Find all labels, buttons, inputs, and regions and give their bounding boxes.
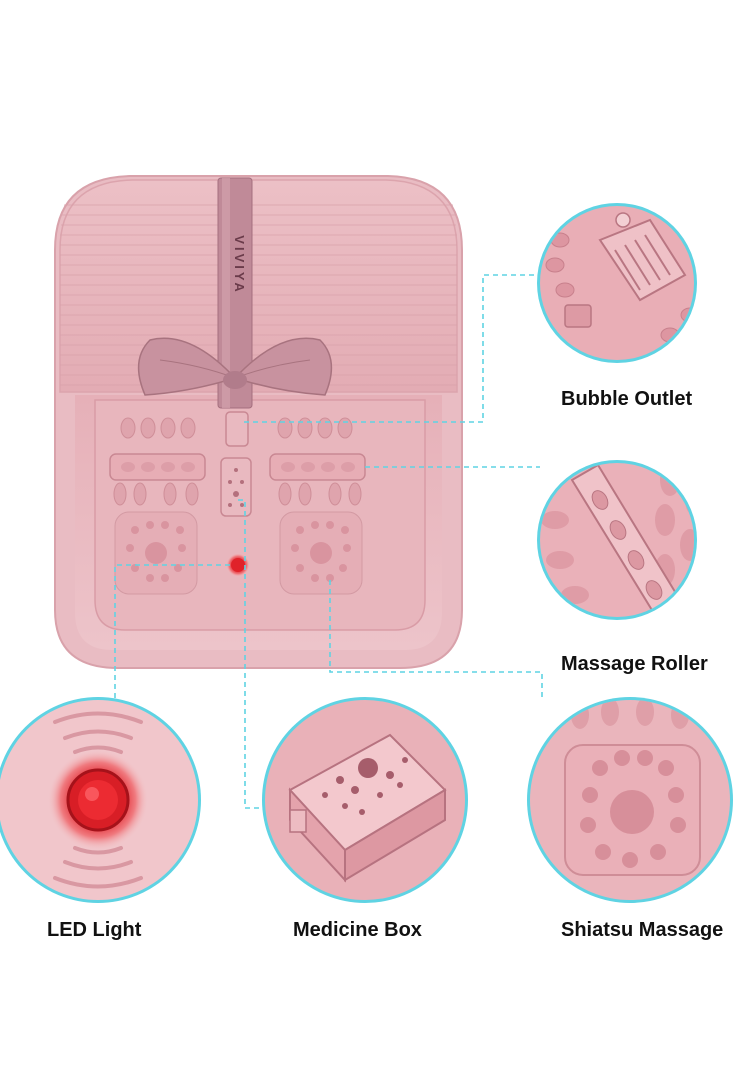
shiatsu-massage-label: Shiatsu Massage — [561, 919, 724, 941]
foot-spa-tub — [54, 175, 463, 669]
massage-roller-closeup — [537, 460, 697, 620]
bubble-outlet-closeup — [537, 203, 697, 363]
bubble-outlet-label: Bubble Outlet — [561, 388, 693, 410]
led-light-label: LED Light — [47, 919, 142, 941]
medicine-box-closeup — [262, 697, 468, 903]
massage-roller-label: Massage Roller — [561, 653, 708, 675]
brand-logo-text: VIVIYA — [232, 235, 247, 294]
medicine-box-label: Medicine Box — [293, 919, 422, 941]
callout-lines — [114, 274, 543, 809]
shiatsu-massage-closeup — [527, 697, 733, 903]
led-light-closeup — [0, 697, 201, 903]
